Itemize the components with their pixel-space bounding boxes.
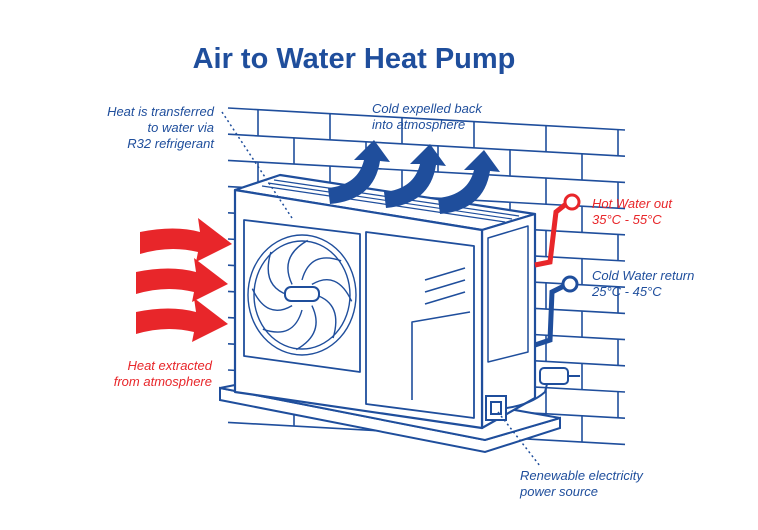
cold-water-pipe — [534, 283, 566, 348]
fan-blade — [315, 294, 337, 339]
label-line: Cold Water return — [592, 268, 694, 283]
fan-icon — [247, 234, 357, 356]
page-title: Air to Water Heat Pump — [193, 43, 516, 75]
leader-line — [497, 411, 541, 467]
fan-blade — [267, 251, 289, 296]
blue-arrow-icon — [438, 150, 500, 214]
cold-expelled-label: Cold expelled back into atmosphere — [372, 101, 483, 132]
blue-arrow-icon — [384, 144, 446, 208]
heat-transfer-label: Heat is transferred to water via R32 ref… — [107, 104, 215, 151]
hot-water-label: Hot Water out 35°C - 55°C — [592, 196, 673, 227]
fan-blade — [287, 239, 309, 285]
label-line: into atmosphere — [372, 117, 465, 132]
hot-water-connector — [563, 193, 581, 211]
side-panel — [487, 225, 529, 363]
hot-water-pipe — [534, 202, 568, 268]
electricity-label: Renewable electricity power source — [519, 468, 644, 499]
label-line: Heat extracted — [127, 358, 212, 373]
fan-blade — [295, 305, 317, 351]
label-line: from atmosphere — [114, 374, 212, 389]
heat-extracted-label: Heat extracted from atmosphere — [114, 358, 213, 389]
power-socket-icon — [485, 367, 580, 421]
cold-water-connector — [561, 275, 579, 293]
label-line: Hot Water out — [592, 196, 673, 211]
fan-blade — [251, 288, 293, 311]
leader-line — [221, 111, 293, 219]
fan-blade — [262, 309, 303, 333]
label-line: power source — [519, 484, 598, 499]
heat-in-arrows — [136, 218, 232, 342]
label-line: Cold expelled back — [372, 101, 483, 116]
red-arrow-icon — [140, 218, 232, 262]
label-line: 35°C - 55°C — [592, 212, 662, 227]
blue-arrow-icon — [328, 140, 390, 204]
fan-blade — [311, 279, 353, 302]
label-line: Heat is transferred — [107, 104, 215, 119]
cold-out-arrows — [328, 140, 500, 214]
fan-blade — [301, 257, 342, 281]
cold-water-label: Cold Water return 25°C - 45°C — [591, 268, 694, 299]
red-arrow-icon — [136, 298, 228, 342]
heat-pump-unit — [233, 173, 537, 430]
red-arrow-icon — [136, 258, 228, 302]
label-line: to water via — [148, 120, 214, 135]
label-line: R32 refrigerant — [127, 136, 215, 151]
label-line: 25°C - 45°C — [591, 284, 662, 299]
label-line: Renewable electricity — [520, 468, 644, 483]
brick-row-line — [227, 107, 626, 131]
